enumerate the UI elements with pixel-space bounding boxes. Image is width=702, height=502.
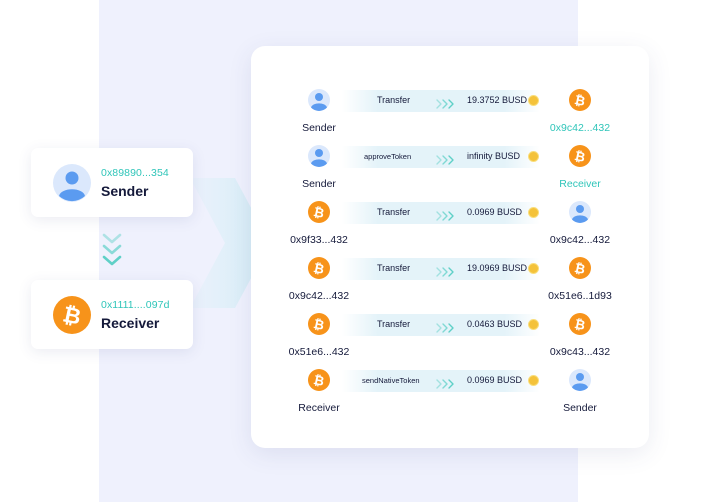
amount-label: 19.0969 BUSD [467, 263, 528, 273]
from-label: Sender [302, 178, 336, 190]
chevron-right-icon [436, 264, 454, 277]
action-label: Transfer [377, 95, 411, 105]
coin-icon [528, 151, 539, 162]
action-label: Transfer [377, 319, 411, 329]
bitcoin-icon: ₿ [569, 313, 591, 340]
bitcoin-icon: ₿ [308, 369, 330, 396]
svg-text:₿: ₿ [573, 93, 586, 110]
transaction-row[interactable]: ₿ 0x9c42...432 Transfer 19.0969 BUSD ₿ 0x51e6… [251, 257, 649, 303]
from-party[interactable]: ₿ 0x9c42...432 [274, 257, 364, 302]
to-label: 0x9c42...432 [549, 122, 611, 134]
from-party[interactable]: ₿ Receiver [274, 369, 364, 414]
from-party[interactable]: ₿ 0x9f33...432 [274, 201, 364, 246]
transaction-band [342, 314, 540, 336]
amount-label: 0.0463 BUSD [467, 319, 523, 329]
coin-icon [528, 319, 539, 330]
svg-text:₿: ₿ [312, 373, 325, 390]
sender-address: 0x89890...354 [101, 166, 169, 179]
bitcoin-icon: ₿ [569, 145, 591, 172]
transaction-band [342, 146, 540, 168]
transaction-row[interactable]: ₿ 0x51e6...432 Transfer 0.0463 BUSD ₿ 0x9c43.… [251, 313, 649, 359]
svg-text:₿: ₿ [312, 261, 325, 278]
svg-text:₿: ₿ [573, 261, 586, 278]
chevron-right-icon [436, 96, 454, 109]
person-icon [53, 163, 91, 202]
from-label: 0x51e6...432 [288, 346, 350, 358]
action-label: Transfer [377, 207, 411, 217]
from-label: Sender [302, 122, 336, 134]
from-label: 0x9c42...432 [288, 290, 350, 302]
transaction-row[interactable]: Sender Transfer 19.3752 BUSD ₿ 0x9c42...432 [251, 89, 649, 135]
coin-icon [528, 95, 539, 106]
coin-icon [528, 263, 539, 274]
bitcoin-icon: ₿ [569, 257, 591, 284]
from-label: 0x9f33...432 [290, 234, 348, 246]
bitcoin-icon: ₿ [569, 89, 591, 116]
svg-text:₿: ₿ [573, 317, 586, 334]
transaction-row[interactable]: ₿ 0x9f33...432 Transfer 0.0969 BUSD 0x9c42..… [251, 201, 649, 247]
transaction-band [342, 370, 540, 392]
svg-text:₿: ₿ [312, 317, 325, 334]
to-party[interactable]: ₿ Receiver [535, 145, 625, 190]
receiver-title: Receiver [101, 314, 160, 331]
transaction-band [342, 202, 540, 224]
to-party[interactable]: 0x9c42...432 [535, 201, 625, 246]
receiver-address: 0x1111....097d [101, 298, 170, 311]
to-party[interactable]: ₿ 0x9c43...432 [535, 313, 625, 358]
amount-label: 0.0969 BUSD [467, 375, 523, 385]
chevron-down-icon [102, 233, 122, 266]
person-icon [569, 201, 591, 228]
svg-text:₿: ₿ [60, 302, 83, 330]
svg-text:₿: ₿ [573, 149, 586, 166]
transaction-row[interactable]: ₿ Receiver sendNativeToken 0.0969 BUSD Sende… [251, 369, 649, 415]
sender-card[interactable]: 0x89890...354 Sender [31, 148, 193, 217]
from-party[interactable]: Sender [274, 89, 364, 134]
to-party[interactable]: Sender [535, 369, 625, 414]
amount-label: 0.0969 BUSD [467, 207, 523, 217]
transaction-band [342, 258, 540, 280]
coin-icon [528, 207, 539, 218]
action-label: sendNativeToken [362, 376, 420, 385]
chevron-right-icon [436, 376, 454, 389]
amount-label: infinity BUSD [467, 151, 521, 161]
transaction-row[interactable]: Sender approveToken infinity BUSD ₿ Receiver [251, 145, 649, 191]
from-label: Receiver [298, 402, 340, 414]
action-label: approveToken [364, 152, 412, 161]
from-party[interactable]: Sender [274, 145, 364, 190]
bitcoin-icon: ₿ [308, 201, 330, 228]
sender-title: Sender [101, 182, 149, 199]
flow-arrow-graphic [190, 178, 270, 308]
amount-label: 19.3752 BUSD [467, 95, 528, 105]
bitcoin-icon: ₿ [308, 257, 330, 284]
chevron-right-icon [436, 152, 454, 165]
bitcoin-icon: ₿ [53, 295, 91, 334]
person-icon [569, 369, 591, 396]
to-label: Receiver [559, 178, 601, 190]
receiver-card[interactable]: ₿ 0x1111....097d Receiver [31, 280, 193, 349]
to-party[interactable]: ₿ 0x51e6..1d93 [535, 257, 625, 302]
from-party[interactable]: ₿ 0x51e6...432 [274, 313, 364, 358]
to-label: Sender [563, 402, 597, 414]
to-party[interactable]: ₿ 0x9c42...432 [535, 89, 625, 134]
svg-text:₿: ₿ [312, 205, 325, 222]
to-label: 0x9c43...432 [549, 346, 611, 358]
chevron-right-icon [436, 320, 454, 333]
bitcoin-icon: ₿ [308, 313, 330, 340]
person-icon [308, 89, 330, 116]
to-label: 0x51e6..1d93 [548, 290, 612, 302]
person-icon [308, 145, 330, 172]
chevron-right-icon [436, 208, 454, 221]
to-label: 0x9c42...432 [549, 234, 611, 246]
action-label: Transfer [377, 263, 411, 273]
coin-icon [528, 375, 539, 386]
transaction-band [342, 90, 540, 112]
